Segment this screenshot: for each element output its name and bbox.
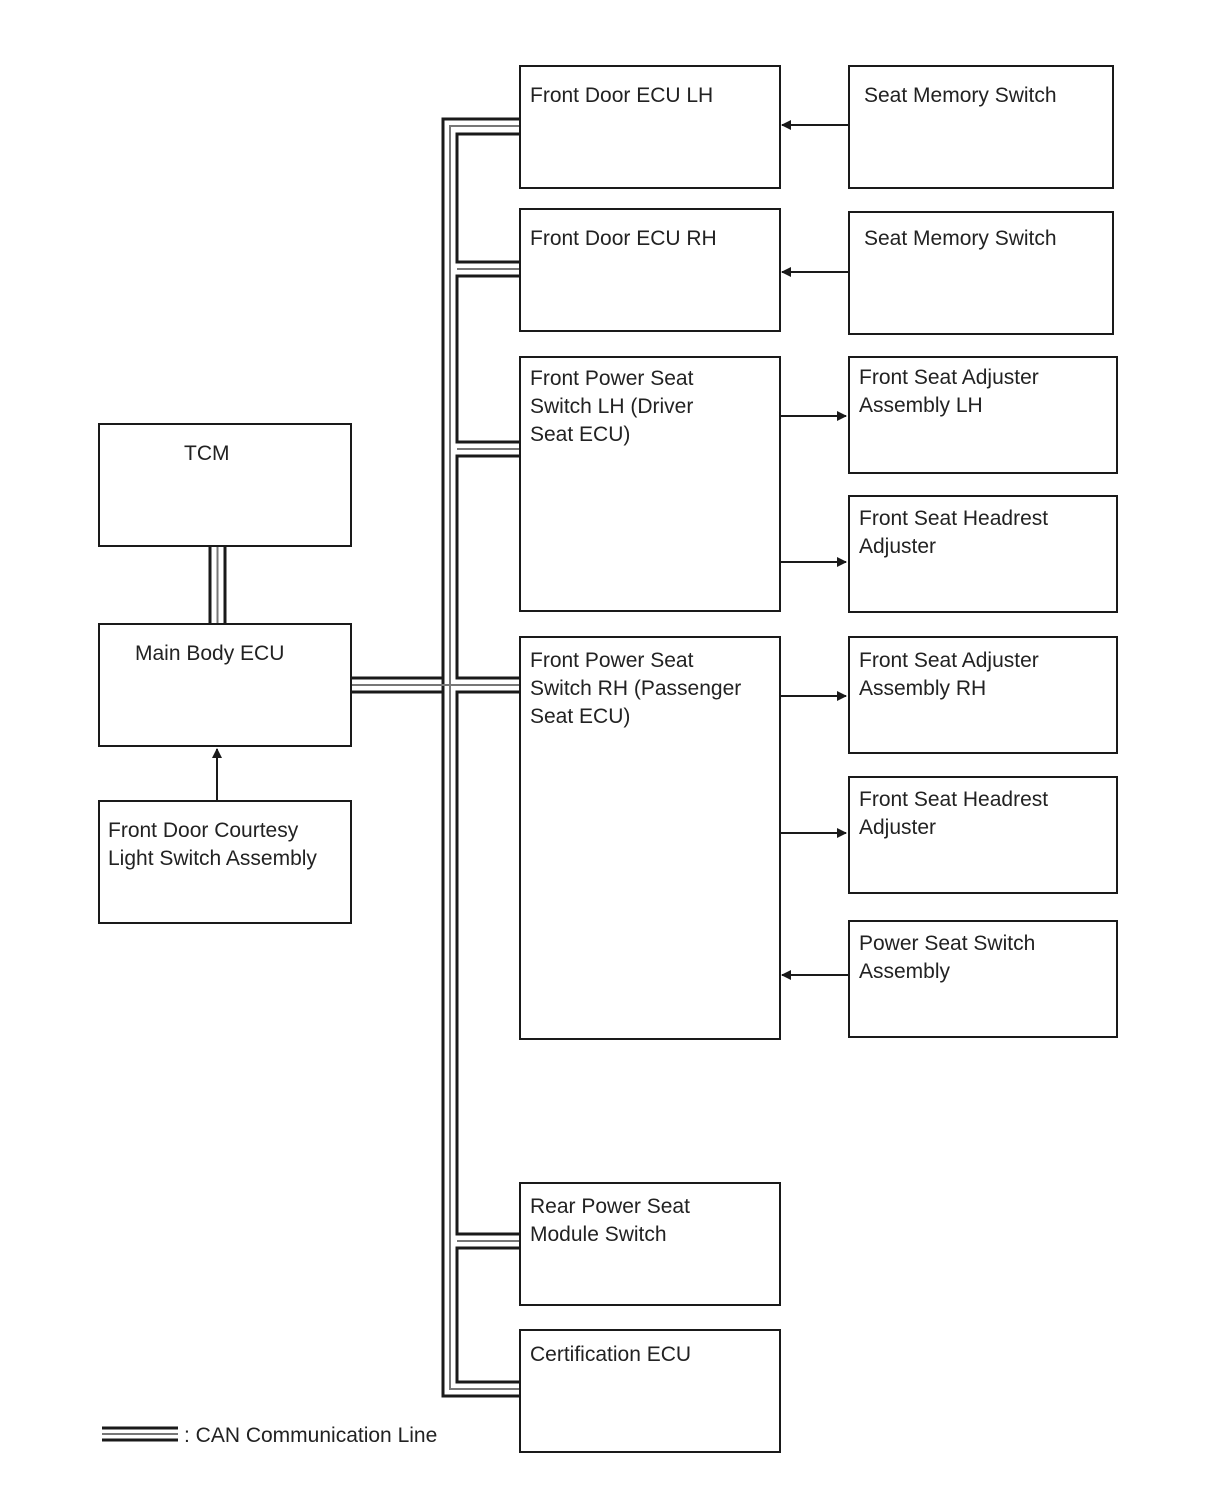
main-body-ecu-label: Main Body ECU (135, 642, 285, 665)
power-seat-switch-node: Power Seat Switch Assembly (848, 920, 1118, 1038)
front-door-ecu-lh-label: Front Door ECU LH (530, 84, 714, 107)
can-bus-lines (208, 117, 519, 1398)
can-trunk-outer (441, 117, 519, 1398)
front-power-seat-rh-label: Front Power Seat Switch RH (Passenger Se… (530, 649, 742, 728)
front-seat-headrest-rh-node: Front Seat Headrest Adjuster (848, 776, 1118, 894)
seat-memory-switch-rh-label: Seat Memory Switch (864, 227, 1057, 250)
legend-label: : CAN Communication Line (184, 1424, 438, 1447)
front-door-ecu-lh-node: Front Door ECU LH (519, 65, 781, 189)
front-seat-headrest-rh-label: Front Seat Headrest Adjuster (859, 788, 1049, 839)
main-body-ecu-node: Main Body ECU (98, 623, 352, 747)
front-seat-headrest-lh-label: Front Seat Headrest Adjuster (859, 507, 1049, 558)
tcm-label: TCM (184, 442, 230, 465)
signal-arrows (212, 120, 848, 980)
front-power-seat-lh-label: Front Power Seat Switch LH (Driver Seat … (530, 367, 694, 446)
front-seat-headrest-lh-node: Front Seat Headrest Adjuster (848, 495, 1118, 613)
can-bus-middle (216, 125, 519, 1390)
certification-ecu-label: Certification ECU (530, 1343, 692, 1366)
tcm-node: TCM (98, 423, 352, 547)
front-seat-adjuster-lh-label: Front Seat Adjuster Assembly LH (859, 366, 1039, 417)
front-seat-adjuster-lh-node: Front Seat Adjuster Assembly LH (848, 356, 1118, 474)
front-seat-adjuster-rh-node: Front Seat Adjuster Assembly RH (848, 636, 1118, 754)
rear-power-seat-label: Rear Power Seat Module Switch (530, 1195, 690, 1246)
front-door-ecu-rh-node: Front Door ECU RH (519, 208, 781, 332)
front-power-seat-rh-node: Front Power Seat Switch RH (Passenger Se… (519, 636, 781, 1040)
seat-memory-switch-lh-label: Seat Memory Switch (864, 84, 1057, 107)
seat-memory-switch-rh-node: Seat Memory Switch (848, 211, 1114, 335)
legend-swatch (102, 1426, 178, 1442)
certification-ecu-node: Certification ECU (519, 1329, 781, 1453)
can-trunk-inner-1 (455, 132, 519, 264)
front-door-courtesy-label: Front Door Courtesy Light Switch Assembl… (108, 819, 317, 870)
rear-power-seat-node: Rear Power Seat Module Switch (519, 1182, 781, 1306)
front-seat-adjuster-rh-label: Front Seat Adjuster Assembly RH (859, 649, 1039, 700)
power-seat-switch-label: Power Seat Switch Assembly (859, 932, 1036, 983)
front-power-seat-lh-node: Front Power Seat Switch LH (Driver Seat … (519, 356, 781, 612)
front-door-courtesy-node: Front Door Courtesy Light Switch Assembl… (98, 800, 352, 924)
front-door-ecu-rh-label: Front Door ECU RH (530, 227, 717, 250)
seat-memory-switch-lh-node: Seat Memory Switch (848, 65, 1114, 189)
